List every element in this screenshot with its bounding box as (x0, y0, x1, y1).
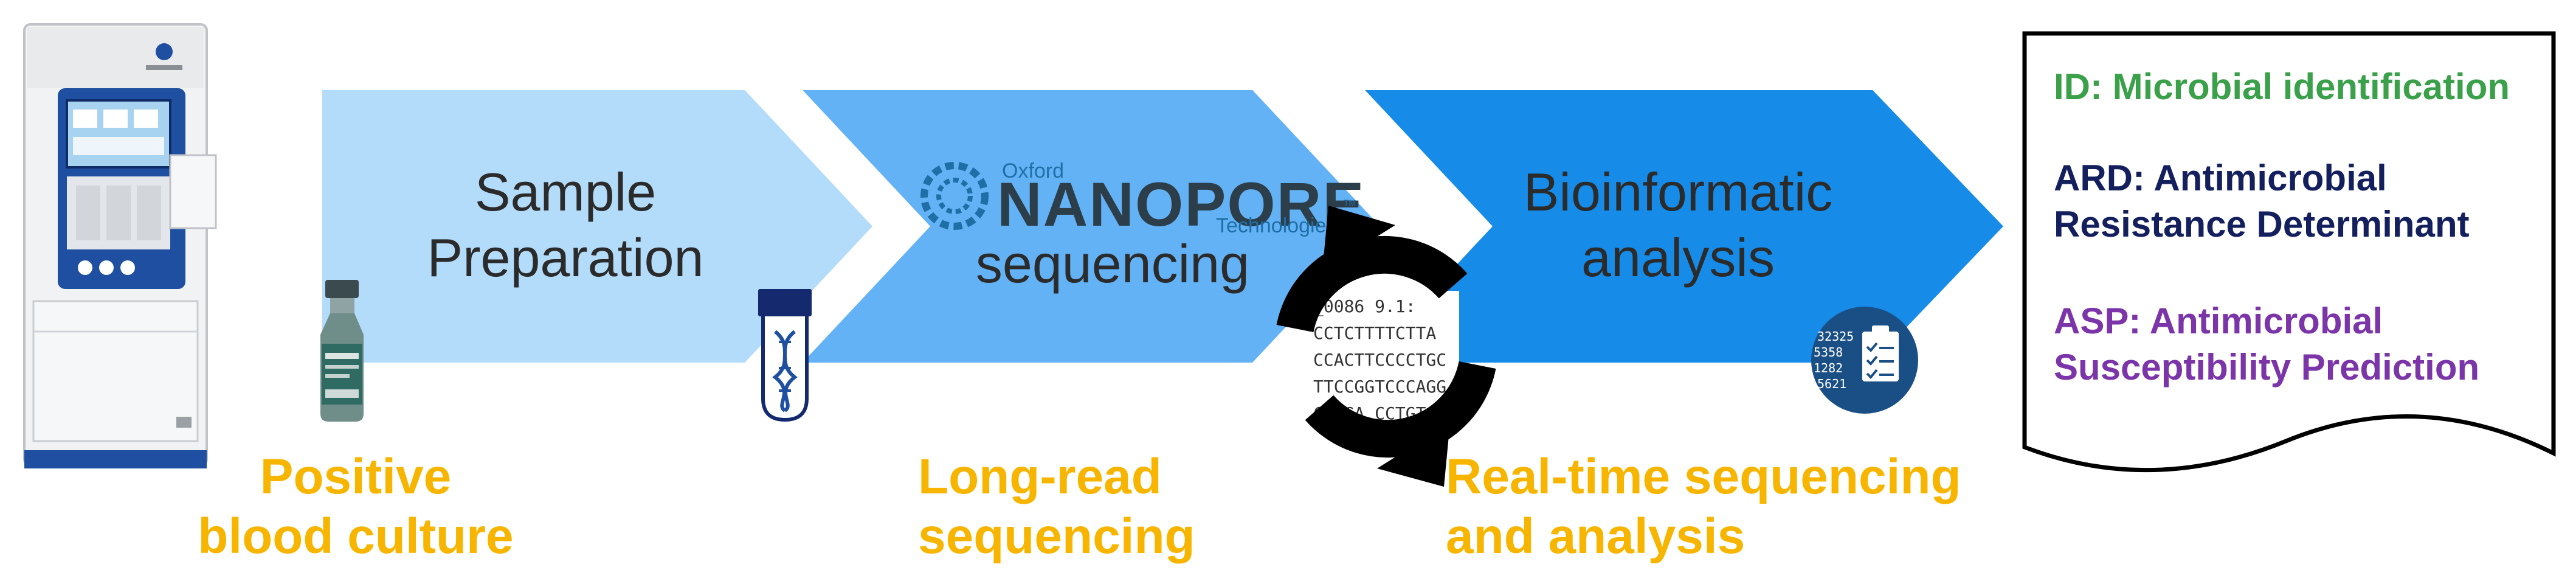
step-sample-preparation-line2: Preparation (427, 228, 704, 288)
label-real-time-sequencing: Real-time sequencing and analysis (1446, 447, 1993, 566)
output-ard-line1: ARD: Antimicrobial (2054, 158, 2387, 198)
arrow-sample-preparation (322, 90, 872, 363)
blood-culture-instrument-image (23, 23, 217, 468)
step-bioinformatic-analysis: Bioinformatic analysis (1471, 159, 1885, 291)
output-asp-line2: Susceptibility Prediction (2054, 347, 2480, 388)
output-report-document (2022, 31, 2556, 473)
report-number-2: 5358 (1814, 345, 1843, 360)
label-longread-line1: Long-read (918, 449, 1162, 504)
blood-culture-bottle-icon (320, 280, 364, 422)
sequence-line-3: CCACTTCCCCTGC (1313, 350, 1447, 370)
output-id-line1: ID: Microbial identification (2054, 66, 2510, 107)
report-number-4: 5621 (1817, 377, 1846, 391)
arrow-sequencing (803, 90, 1380, 363)
label-realtime-line1: Real-time sequencing (1446, 449, 1961, 504)
dna-tube-icon (758, 289, 812, 422)
output-id: ID: Microbial identification (2054, 64, 2510, 110)
output-ard: ARD: Antimicrobial Resistance Determinan… (2054, 155, 2470, 248)
step-sequencing: sequencing (948, 231, 1277, 297)
logo-nanopore-text: NANOPORE (997, 170, 1366, 239)
label-positive-line1: Positive (260, 449, 452, 504)
report-number-3: 1282 (1814, 361, 1843, 375)
nanopore-spiral-icon (920, 162, 989, 230)
label-long-read-sequencing: Long-read sequencing (918, 447, 1259, 566)
label-positive-blood-culture: Positive blood culture (195, 447, 517, 566)
step-sequencing-line1: sequencing (975, 234, 1250, 294)
step-sample-preparation: Sample Preparation (377, 159, 754, 291)
sequence-line-2: CCTCTTTTCTTA (1313, 323, 1437, 343)
step-sample-preparation-line1: Sample (474, 162, 657, 222)
label-realtime-line2: and analysis (1446, 509, 1746, 564)
label-positive-line2: blood culture (198, 509, 514, 564)
sequence-line-1: _0086 9.1: (1313, 296, 1416, 316)
output-asp: ASP: Antimicrobial Susceptibility Predic… (2054, 298, 2479, 391)
report-clipboard-icon: 32325 5358 1282 5621 (1811, 307, 1918, 414)
logo-tm-text: TM (1344, 198, 1356, 207)
sequence-line-4: TTCCGGTCCCAGG (1313, 377, 1447, 397)
step-bioinformatic-line2: analysis (1581, 228, 1775, 288)
report-number-1: 32325 (1817, 329, 1854, 344)
label-longread-line2: sequencing (918, 509, 1195, 564)
step-bioinformatic-line1: Bioinformatic (1523, 162, 1833, 222)
logo-oxford-text: Oxford (1002, 159, 1065, 183)
logo-technologies-text: Technologies (1216, 214, 1337, 237)
cycle-arrows-icon (1276, 206, 1496, 487)
output-ard-line2: Resistance Determinant (2054, 204, 2470, 245)
arrow-bioinformatic-analysis (1365, 90, 2003, 363)
output-asp-line1: ASP: Antimicrobial (2054, 301, 2383, 341)
